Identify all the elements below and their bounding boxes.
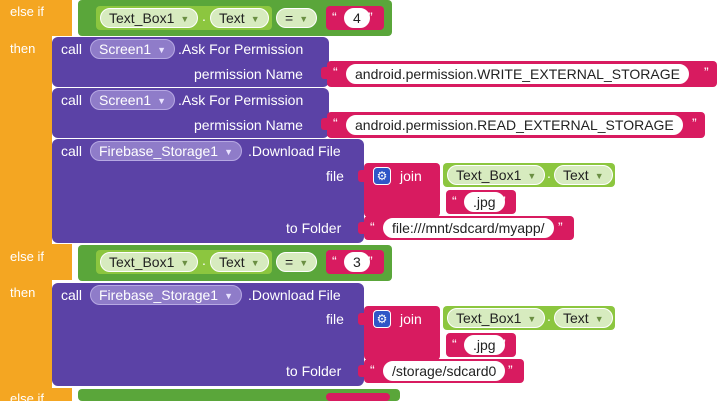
gear-icon[interactable]: ⚙ [373, 167, 391, 185]
call-keyword: call [61, 287, 83, 303]
quote-open: “ [452, 336, 457, 352]
if-else-control-block[interactable] [0, 0, 52, 401]
component-dropdown[interactable]: Screen1▼ [90, 39, 176, 59]
quote-open: “ [332, 253, 337, 269]
param-label-folder: to Folder [286, 220, 342, 236]
param-label: permission Name [194, 117, 303, 133]
component-dropdown[interactable]: Firebase_Storage1▼ [90, 285, 242, 305]
quote-close: ” [501, 193, 506, 209]
control-connector-3 [52, 388, 72, 401]
component-dropdown[interactable]: Text_Box1▼ [100, 8, 199, 28]
param-label-file: file [326, 168, 344, 184]
else-if-label-3: else if [10, 391, 44, 406]
component-dropdown[interactable]: Firebase_Storage1▼ [90, 141, 242, 161]
compare-block-3[interactable] [78, 389, 400, 401]
call-keyword: call [61, 92, 83, 108]
ext-value[interactable]: .jpg [464, 192, 505, 212]
quote-close: ” [508, 362, 513, 378]
socket [321, 67, 327, 79]
quote-open: “ [333, 115, 338, 131]
socket [321, 118, 327, 130]
property-dropdown[interactable]: Text▼ [554, 165, 613, 185]
quote-close: ” [692, 115, 697, 131]
control-connector-1 [52, 0, 72, 36]
quote-open: “ [333, 64, 338, 80]
dot-separator: . [202, 252, 206, 268]
param-label-file: file [326, 311, 344, 327]
ext-value[interactable]: .jpg [464, 335, 505, 355]
method-name: .Ask For Permission [178, 92, 304, 108]
else-if-label-2: else if [10, 249, 44, 264]
param-label: permission Name [194, 66, 303, 82]
join-label: join [400, 168, 422, 184]
quote-open: “ [370, 219, 375, 235]
call-keyword: call [61, 143, 83, 159]
dot-separator: . [547, 308, 551, 324]
method-name: .Download File [248, 143, 341, 159]
operator-dropdown[interactable]: =▼ [276, 8, 318, 28]
then-label-2: then [10, 285, 36, 300]
quote-close: ” [704, 64, 709, 80]
quote-open: “ [452, 193, 457, 209]
quote-close: ” [501, 336, 506, 352]
gear-icon[interactable]: ⚙ [373, 310, 391, 328]
property-dropdown[interactable]: Text▼ [210, 8, 269, 28]
text-value[interactable]: 4 [344, 8, 370, 28]
quote-close: ” [368, 9, 373, 25]
param-label-folder: to Folder [286, 363, 342, 379]
method-name: .Ask For Permission [178, 41, 304, 57]
permission-value[interactable]: android.permission.READ_EXTERNAL_STORAGE [346, 115, 683, 135]
quote-close: ” [368, 253, 373, 269]
component-dropdown[interactable]: Text_Box1▼ [100, 252, 199, 272]
then-label-1: then [10, 41, 36, 56]
component-dropdown[interactable]: Text_Box1▼ [447, 308, 546, 328]
text-literal-block-3[interactable] [326, 393, 390, 401]
join-label: join [400, 311, 422, 327]
socket [358, 313, 364, 325]
else-if-label-1: else if [10, 4, 44, 19]
socket [358, 365, 364, 377]
text-value[interactable]: 3 [344, 252, 370, 272]
property-dropdown[interactable]: Text▼ [210, 252, 269, 272]
dot-separator: . [202, 8, 206, 24]
property-dropdown[interactable]: Text▼ [554, 308, 613, 328]
quote-close: ” [558, 219, 563, 235]
socket [358, 170, 364, 182]
component-dropdown[interactable]: Screen1▼ [90, 90, 176, 110]
folder-value[interactable]: /storage/sdcard0 [383, 361, 506, 381]
dot-separator: . [547, 165, 551, 181]
call-keyword: call [61, 41, 83, 57]
quote-open: “ [370, 362, 375, 378]
component-dropdown[interactable]: Text_Box1▼ [447, 165, 546, 185]
permission-value[interactable]: android.permission.WRITE_EXTERNAL_STORAG… [346, 64, 689, 84]
quote-open: “ [332, 9, 337, 25]
socket [358, 222, 364, 234]
method-name: .Download File [248, 287, 341, 303]
operator-dropdown[interactable]: =▼ [276, 252, 318, 272]
folder-value[interactable]: file:///mnt/sdcard/myapp/ [383, 218, 554, 238]
control-connector-2 [52, 244, 72, 280]
